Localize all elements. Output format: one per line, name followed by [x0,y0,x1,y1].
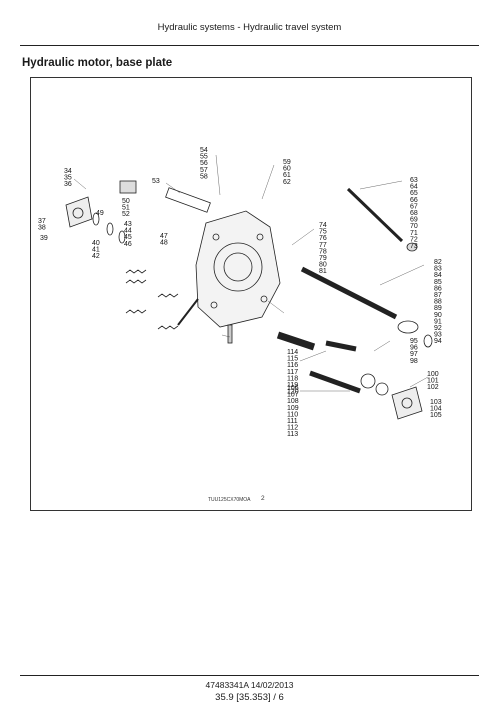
callout-85: 85 [434,279,442,286]
callout-96: 96 [410,345,418,352]
callout-36: 36 [64,181,72,188]
callout-51: 51 [122,205,130,212]
callout-44: 44 [124,228,132,235]
callout-92: 92 [434,325,442,332]
callout-46: 46 [124,241,132,248]
callout-105: 105 [430,412,442,419]
callout-114: 114 [287,349,298,356]
callout-100: 100 [427,371,439,378]
callout-67: 67 [410,203,418,210]
callout-101: 101 [427,378,439,385]
callout-42: 42 [92,253,100,260]
callout-111: 111 [287,418,298,425]
callout-43: 43 [124,221,132,228]
exploded-view-drawing: 3435363738394041424344454647484950515253… [38,147,442,438]
callout-62: 62 [283,179,291,186]
callout-90: 90 [434,312,442,319]
callout-78: 78 [319,248,327,255]
callout-86: 86 [434,285,442,292]
callout-119: 119 [287,382,298,389]
callout-58: 58 [200,173,208,180]
callout-110: 110 [287,411,298,418]
callout-81: 81 [319,268,327,275]
figure-number: 2 [261,495,265,502]
callout-108: 108 [287,398,299,405]
callout-56: 56 [200,160,208,167]
header-rule [20,45,479,46]
callout-70: 70 [410,223,418,230]
figure-caption-code: TUU125CX70MOA [208,497,251,503]
callout-34: 34 [64,168,72,175]
callout-102: 102 [427,384,439,391]
callout-63: 63 [410,177,418,184]
callout-54: 54 [200,147,208,154]
callout-116: 116 [287,362,298,369]
callout-49: 49 [96,210,104,217]
callout-55: 55 [200,154,208,161]
footer-doc-ref: 47483341A 14/02/2013 [205,680,294,690]
callout-37: 37 [38,218,46,225]
callout-76: 76 [319,235,327,242]
figure-frame [30,77,472,511]
callout-77: 77 [319,242,327,249]
callout-117: 117 [287,369,298,376]
callout-53: 53 [152,178,160,185]
callout-66: 66 [410,197,418,204]
callout-74: 74 [319,222,327,229]
callout-120: 120 [287,389,299,396]
callout-73: 73 [410,243,418,250]
callout-48: 48 [160,240,168,247]
callout-87: 87 [434,292,442,299]
callout-109: 109 [287,405,299,412]
callout-118: 118 [287,375,298,382]
callout-64: 64 [410,184,418,191]
callout-95: 95 [410,338,418,345]
callout-104: 104 [430,406,442,413]
callout-88: 88 [434,299,442,306]
callout-79: 79 [319,255,327,262]
callout-84: 84 [434,272,442,279]
callout-71: 71 [410,230,418,237]
callout-65: 65 [410,190,418,197]
callout-35: 35 [64,175,72,182]
callout-93: 93 [434,332,442,339]
callout-91: 91 [434,318,442,325]
callout-97: 97 [410,351,418,358]
callout-57: 57 [200,167,208,174]
callout-103: 103 [430,399,442,406]
callout-80: 80 [319,262,327,269]
callout-112: 112 [287,425,298,432]
callout-89: 89 [434,305,442,312]
callout-68: 68 [410,210,418,217]
callout-50: 50 [122,198,130,205]
callout-83: 83 [434,266,442,273]
callout-39: 39 [40,235,48,242]
callout-38: 38 [38,225,46,232]
section-header: Hydraulic systems - Hydraulic travel sys… [157,22,342,33]
callout-113: 113 [287,431,298,438]
callout-75: 75 [319,229,327,236]
callout-115: 115 [287,356,298,363]
page-title: Hydraulic motor, base plate [22,57,173,69]
callout-61: 61 [283,172,291,179]
callout-69: 69 [410,217,418,224]
callout-59: 59 [283,159,291,166]
callout-98: 98 [410,358,418,365]
callout-41: 41 [92,247,100,254]
callout-47: 47 [160,233,168,240]
callout-82: 82 [434,259,442,266]
footer-page-ref: 35.9 [35.353] / 6 [215,692,284,703]
callout-40: 40 [92,240,100,247]
callout-94: 94 [434,338,442,345]
callout-45: 45 [124,234,132,241]
callout-72: 72 [410,236,418,243]
callout-107: 107 [287,392,299,399]
footer-rule [20,675,479,676]
callout-60: 60 [283,166,291,173]
callout-106: 106 [287,385,299,392]
callout-52: 52 [122,211,130,218]
